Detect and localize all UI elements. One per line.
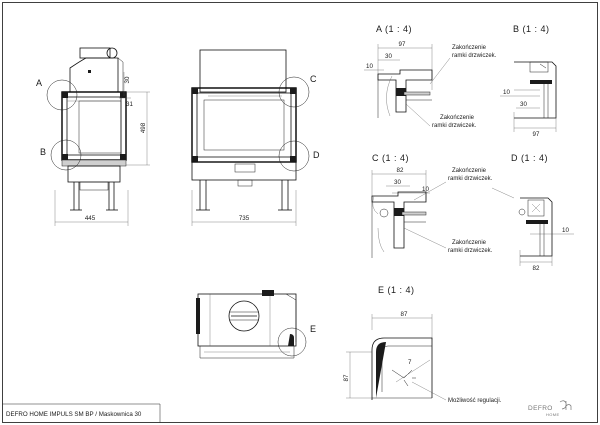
svg-text:10: 10	[503, 89, 510, 96]
detail-e-title: E (1 : 4)	[378, 285, 415, 295]
svg-text:30: 30	[385, 53, 392, 60]
detail-a-note2-line2: ramki drzwiczek.	[432, 123, 477, 129]
logo-mark-icon	[559, 400, 572, 410]
dim-front-offset-side: 31	[126, 101, 133, 108]
callout-d-circle[interactable]	[278, 140, 310, 172]
callout-e-label[interactable]: E	[310, 324, 317, 334]
fixing-screw-icon	[379, 208, 389, 218]
svg-text:10: 10	[422, 186, 429, 193]
detail-c: C (1 : 4) 82 30 10 Zakończenie ramki drz…	[371, 153, 493, 258]
svg-text:30: 30	[394, 179, 401, 186]
svg-text:10: 10	[366, 63, 373, 70]
dim-front-width: 445	[85, 215, 96, 222]
dim-front-offset-top: 30	[124, 76, 131, 83]
detail-d: D (1 : 4) 10 82	[491, 153, 574, 272]
flue-collar-icon	[228, 300, 260, 332]
detail-e-note: Możliwość regulacji.	[448, 398, 502, 404]
detail-a-note-line2: ramki drzwiczek.	[452, 53, 497, 59]
callout-a-circle[interactable]	[46, 79, 78, 111]
dim-side-width: 735	[239, 215, 250, 222]
svg-text:7: 7	[408, 359, 412, 366]
svg-text:30: 30	[520, 101, 527, 108]
dim-front-height: 498	[140, 122, 147, 133]
svg-text:DEFRO: DEFRO	[528, 405, 553, 412]
svg-text:97: 97	[399, 41, 406, 48]
detail-b: B (1 : 4) 10 30 97	[500, 24, 557, 138]
callout-d-label[interactable]: D	[313, 150, 320, 160]
svg-text:10: 10	[562, 227, 569, 234]
detail-e: E (1 : 4) 87 87 7 Możliwość regulacji.	[343, 285, 502, 404]
detail-a-note-line1: Zakończenie	[452, 45, 487, 51]
detail-a-title: A (1 : 4)	[376, 24, 412, 34]
flue-outlet-icon	[106, 47, 118, 59]
callout-e-circle[interactable]	[277, 327, 307, 357]
top-view: E	[196, 290, 317, 359]
svg-text:82: 82	[533, 265, 540, 272]
detail-c-note-line2: ramki drzwiczek.	[448, 176, 493, 182]
detail-c-note2-line2: ramki drzwiczek.	[448, 248, 493, 254]
svg-text:97: 97	[533, 131, 540, 138]
svg-text:87: 87	[343, 374, 350, 381]
svg-text:HOME: HOME	[546, 412, 560, 417]
callout-a-label[interactable]: A	[36, 78, 43, 88]
callout-c-label[interactable]: C	[310, 74, 317, 84]
svg-text:82: 82	[397, 167, 404, 174]
fixing-screw-icon	[518, 208, 526, 216]
callout-b-circle[interactable]	[50, 139, 82, 171]
detail-a-note2-line1: Zakończenie	[440, 115, 475, 121]
callout-b-label[interactable]: B	[40, 147, 47, 157]
defro-logo: DEFRO HOME	[528, 400, 572, 417]
detail-c-title: C (1 : 4)	[372, 153, 409, 163]
side-view: C D 735	[191, 49, 320, 226]
front-view: A B 498 30 31 445	[36, 47, 150, 226]
detail-b-title: B (1 : 4)	[513, 24, 550, 34]
detail-d-title: D (1 : 4)	[511, 153, 548, 163]
callout-c-circle[interactable]	[278, 76, 310, 108]
title-block-text: DEFRO HOME IMPULS SM BP / Maskownica 30	[6, 411, 142, 418]
detail-c-note-line1: Zakończenie	[452, 168, 487, 174]
detail-a: A (1 : 4) 97 30 10 Zakończenie ramki drz…	[364, 24, 497, 129]
svg-text:87: 87	[401, 311, 408, 318]
detail-c-note2-line1: Zakończenie	[452, 240, 487, 246]
